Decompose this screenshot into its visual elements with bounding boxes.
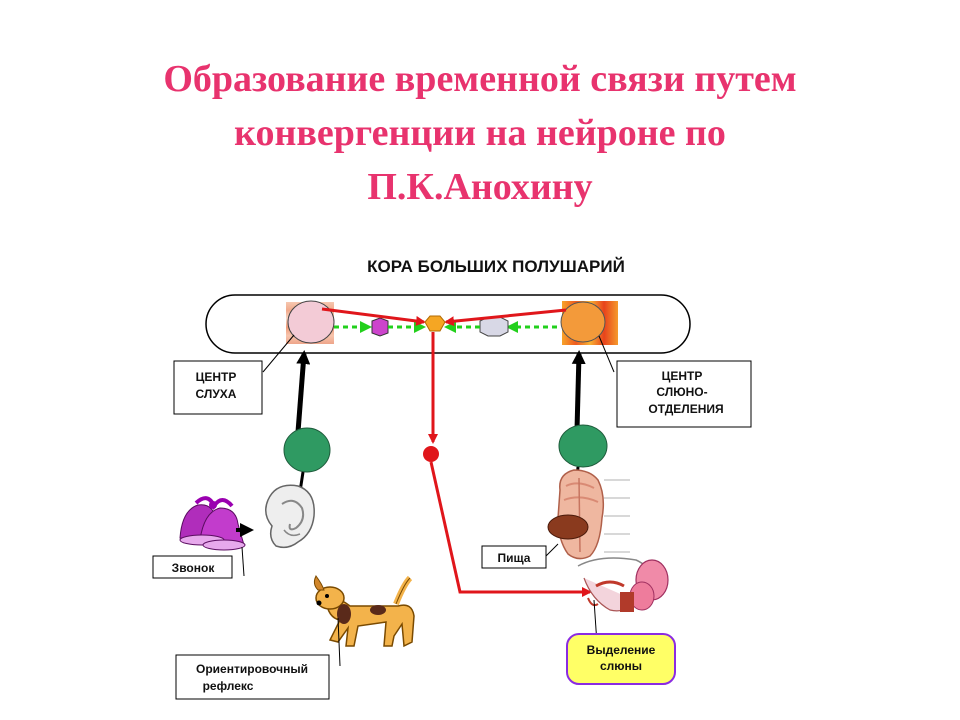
afferent-taste-arrow xyxy=(571,350,586,431)
hearing-center-line2: СЛУХА xyxy=(196,387,237,401)
title-line-1: Образование временной связи путем xyxy=(163,58,797,100)
reflex-label-box xyxy=(175,654,330,700)
red-path-right xyxy=(444,308,567,327)
hearing-neuron xyxy=(287,300,335,344)
food-label-box xyxy=(481,545,547,569)
taste-ganglion xyxy=(558,424,608,468)
bell-label: Звонок xyxy=(172,561,216,575)
interneuron-1 xyxy=(371,317,389,337)
reflex-pointer xyxy=(337,617,341,667)
reflex-label-line2: рефлекс xyxy=(203,679,254,693)
saliva-label-box xyxy=(566,633,676,685)
efferent-node xyxy=(423,446,439,462)
reflex-label-line1: Ориентировочный xyxy=(196,662,308,676)
interneuron-2 xyxy=(479,316,509,337)
saliva-label-line1: Выделение xyxy=(587,643,656,657)
ear-icon xyxy=(265,484,315,549)
red-path-left xyxy=(321,307,426,326)
food-pointer xyxy=(545,543,559,557)
cortex-label: КОРА БОЛЬШИХ ПОЛУШАРИЙ xyxy=(367,257,625,276)
salivary-gland-icon xyxy=(577,557,669,612)
salivation-center-line1: ЦЕНТР xyxy=(662,369,703,383)
bell-icon xyxy=(179,496,246,551)
bell-label-pointer xyxy=(241,546,245,577)
salivation-pointer xyxy=(598,335,615,373)
title-line-2: конвергенции на нейроне по xyxy=(234,112,726,154)
red-path-to-gland xyxy=(429,461,592,597)
saliva-label-line2: слюны xyxy=(600,659,642,673)
title-line-3: П.К.Анохину xyxy=(367,166,593,208)
page-title: Образование временной связи путем конвер… xyxy=(80,52,880,214)
food-label: Пища xyxy=(498,551,531,565)
hearing-center-line1: ЦЕНТР xyxy=(196,370,237,384)
dog-icon xyxy=(313,575,415,648)
salivation-center-box xyxy=(616,360,752,428)
salivation-center-line2: СЛЮНО- xyxy=(656,385,707,399)
salivation-center-line3: ОТДЕЛЕНИЯ xyxy=(648,402,723,416)
bell-label-box xyxy=(152,555,233,579)
tongue-icon xyxy=(547,469,630,560)
hearing-ganglion xyxy=(283,427,331,473)
salivation-neuron xyxy=(560,301,606,343)
hearing-center-box xyxy=(173,360,263,415)
convergence-neuron xyxy=(424,315,446,332)
hearing-pointer xyxy=(262,334,295,373)
afferent-hearing-arrow xyxy=(295,350,311,433)
